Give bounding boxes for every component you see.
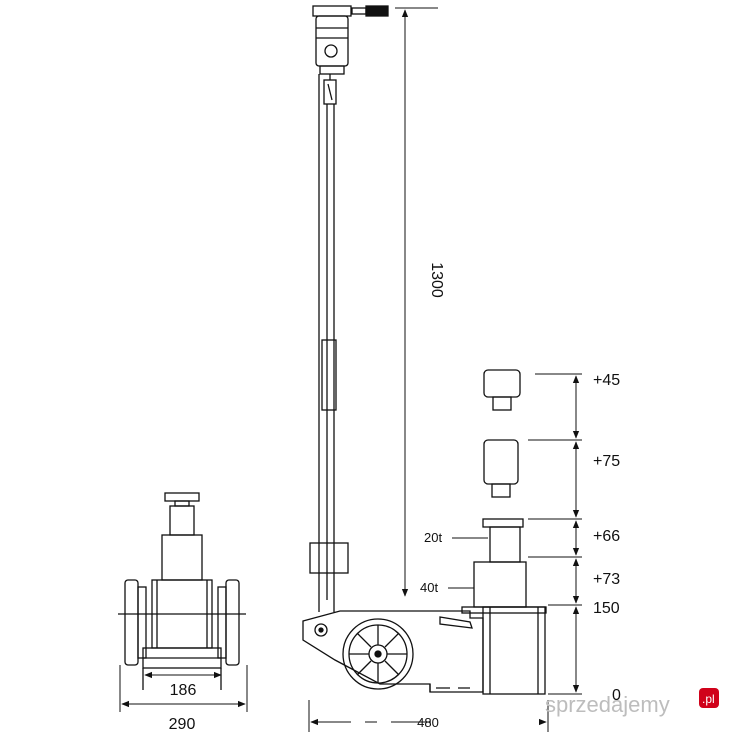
front-wheel-left [124, 579, 139, 666]
cylinder-body [482, 606, 546, 695]
handle-top-cap [312, 5, 352, 17]
front-ram-2 [161, 534, 203, 581]
label-base-150: 150 [593, 600, 620, 617]
side-view [302, 5, 547, 695]
handle-grip [315, 15, 349, 67]
dim-290: 290 [121, 700, 246, 733]
label-stage-73: +73 [593, 571, 620, 588]
handle-sleeve [321, 339, 337, 411]
watermark-badge [699, 688, 719, 708]
dim-186: 186 [119, 665, 248, 712]
ram-stage-2 [473, 561, 527, 608]
height-labels: +45 +75 +66 +73 150 0 [593, 372, 621, 704]
label-20t: 20t [424, 530, 442, 545]
label-zero: 0 [612, 687, 621, 704]
front-wheel-right-hub [217, 586, 227, 659]
front-ram-1 [169, 505, 195, 536]
label-ext-45: +45 [593, 372, 620, 389]
extension-45 [483, 369, 521, 398]
watermark-text: sprzedajemy [545, 692, 670, 717]
ram-stage-1 [489, 526, 521, 563]
label-186: 186 [170, 682, 197, 699]
front-wheel-left-hub [137, 586, 147, 659]
front-wheel-right [225, 579, 240, 666]
handle-trigger [365, 5, 389, 17]
label-1300: 1300 [428, 262, 445, 298]
dim-480: 480 [308, 700, 549, 732]
side-wheel [342, 618, 414, 690]
label-290: 290 [169, 716, 196, 733]
jack-chassis [302, 610, 484, 693]
watermark: sprzedajemy .pl [545, 688, 719, 717]
extension-75 [483, 439, 519, 485]
capacity-labels: 20t 40t [420, 530, 488, 595]
handle-clamp [309, 542, 349, 574]
dim-1300: 1300 [395, 7, 445, 597]
release-lever [439, 616, 473, 629]
label-ext-75: +75 [593, 453, 620, 470]
ram-saddle [482, 518, 524, 528]
label-480: 480 [417, 715, 439, 730]
height-dimensions [528, 373, 582, 695]
front-saddle [164, 492, 200, 502]
label-40t: 40t [420, 580, 438, 595]
label-stage-66: +66 [593, 528, 620, 545]
front-view [118, 492, 246, 690]
watermark-suffix: .pl [702, 692, 715, 706]
